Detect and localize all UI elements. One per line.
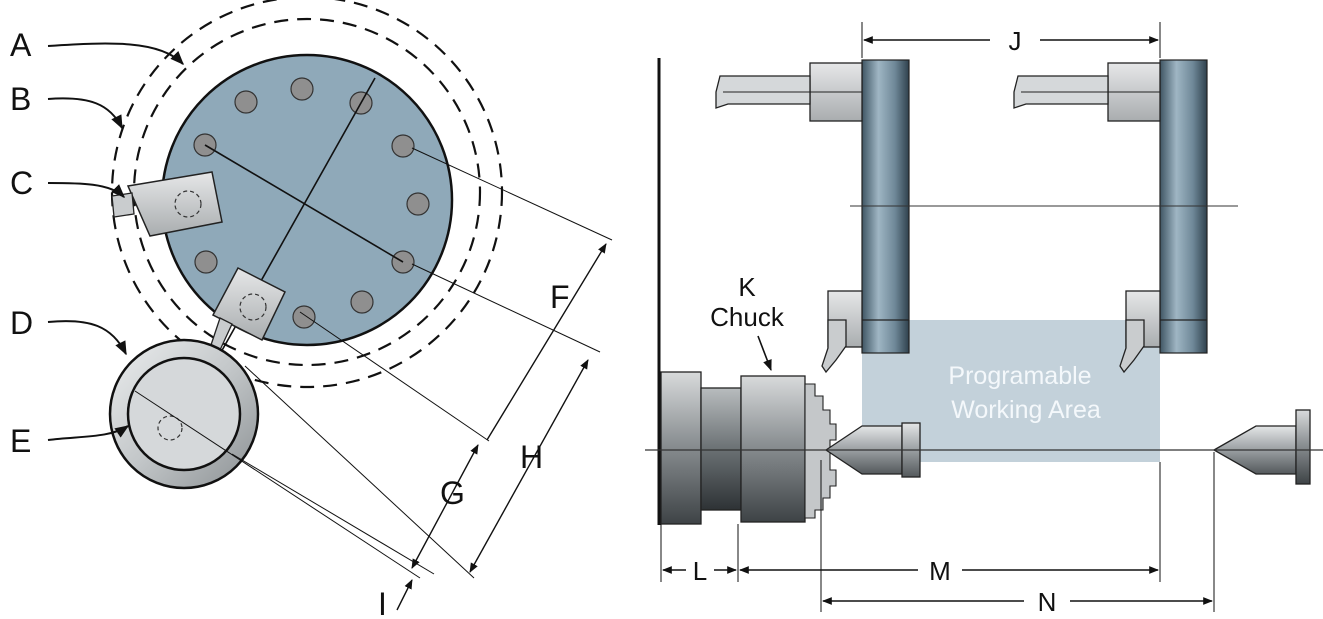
leader-d [47, 320, 127, 356]
extension-line [244, 365, 475, 579]
turning-tool-holder-left [821, 290, 863, 374]
dimension-f [486, 243, 607, 441]
tool-holder-c [111, 171, 223, 237]
leader-k [757, 335, 772, 372]
bolt-hole [292, 305, 316, 329]
boring-bar-holder-right [1013, 62, 1161, 122]
dimension-i [396, 579, 413, 611]
leader-a [47, 42, 184, 66]
bolt-hole [234, 90, 258, 114]
turret-view: A B C D E F G H I [10, 0, 613, 619]
label-a: A [10, 27, 32, 63]
working-area-line1: Programable [948, 362, 1091, 390]
tool-holder-boring [210, 266, 286, 351]
label-h: H [520, 439, 543, 475]
dimension-g [411, 444, 479, 569]
outer-swing-circle-a [110, 0, 504, 389]
tailstock-center [1212, 409, 1311, 485]
extension-line [134, 390, 421, 579]
boring-bar-holder-left [715, 62, 863, 122]
extension-line [231, 453, 435, 575]
label-i: I [378, 586, 387, 619]
bolt-hole [391, 134, 415, 158]
dimension-h [469, 359, 589, 573]
bolt-hole [350, 290, 374, 314]
lathe-view: Programable Working Area K Chuck J L M N [645, 22, 1323, 617]
chuck-jaws [804, 383, 837, 519]
working-area-line2: Working Area [951, 396, 1101, 424]
spindle-chuck [660, 371, 837, 525]
bolt-hole [194, 250, 218, 274]
turning-tool-holder-right [1119, 290, 1161, 374]
bolt-holes [193, 77, 430, 329]
bolt-hole [290, 77, 314, 101]
inner-swing-circle-b [132, 17, 482, 367]
label-d: D [10, 305, 33, 341]
label-f: F [550, 279, 570, 315]
label-b: B [10, 81, 31, 117]
label-j: J [1009, 26, 1022, 56]
label-l: L [693, 556, 707, 586]
label-k: K [738, 272, 756, 302]
leader-b [47, 97, 123, 130]
label-c: C [10, 165, 33, 201]
label-chuck: Chuck [710, 302, 785, 332]
extension-line [299, 311, 490, 442]
label-m: M [929, 556, 951, 586]
leader-c [47, 182, 125, 198]
extension-line [411, 263, 601, 353]
extension-line [411, 147, 613, 241]
bolt-hole [406, 192, 430, 216]
leader-e [47, 425, 130, 441]
spindle-center-mark [157, 415, 183, 441]
label-e: E [10, 423, 31, 459]
label-n: N [1038, 587, 1057, 617]
label-g: G [440, 475, 465, 511]
spindle-bore-e [126, 356, 242, 472]
